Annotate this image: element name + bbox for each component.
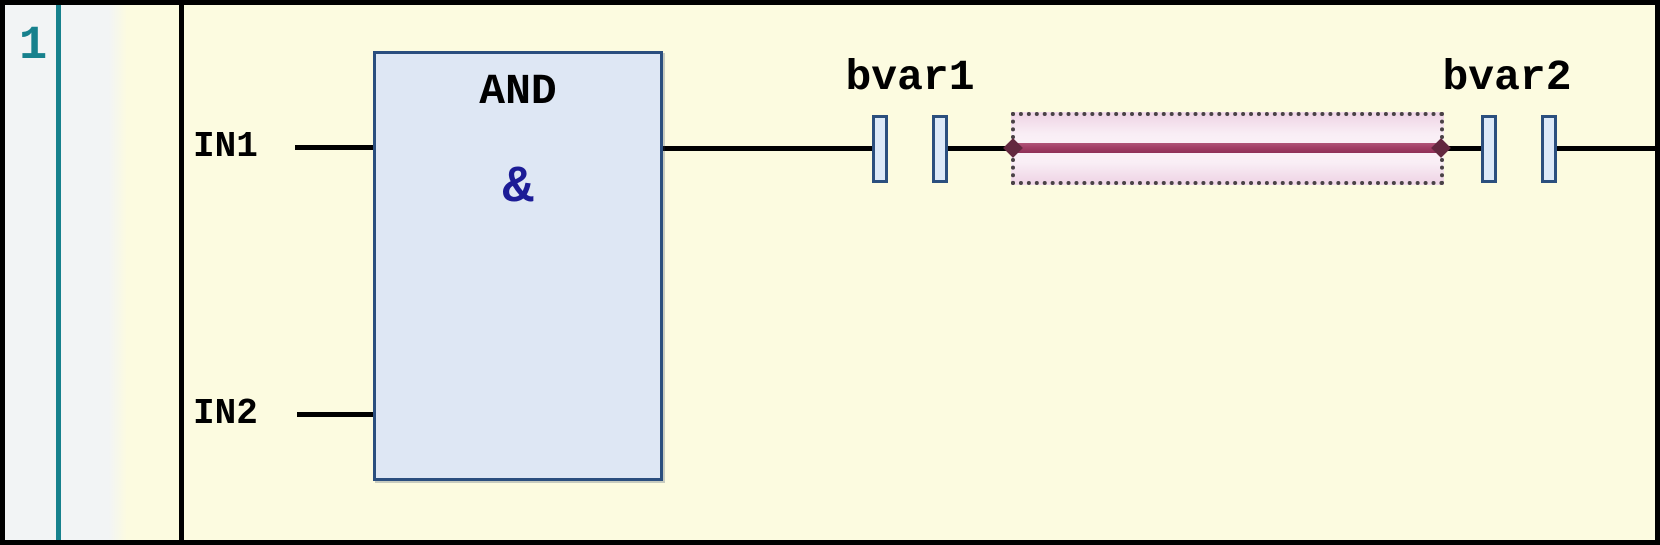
contact-bvar1-bar-left [872,115,888,183]
block-input-label-in2[interactable]: IN2 [193,393,258,434]
network-gutter [5,5,127,540]
contact-bvar1-label[interactable]: bvar1 [845,53,975,102]
wire-bvar2-to-rail[interactable] [1556,146,1656,151]
contact-bvar2[interactable]: bvar2 [1407,52,1607,184]
contact-bvar1[interactable]: bvar1 [810,52,1010,184]
block-symbol: & [502,158,534,217]
gutter-divider-line [56,5,61,540]
contact-bvar2-bar-right [1541,115,1557,183]
wire-in1-to-block[interactable] [295,145,373,150]
wire-bvar1-to-selection[interactable] [948,146,1012,151]
wire-selection-to-bvar2[interactable] [1444,146,1482,151]
contact-bvar2-label[interactable]: bvar2 [1442,53,1572,102]
left-power-rail [179,5,184,540]
network-number[interactable]: 1 [19,20,48,73]
wire-in2-to-block[interactable] [297,412,373,417]
and-function-block[interactable]: AND & [373,51,663,481]
block-input-label-in1[interactable]: IN1 [193,126,258,167]
selected-wire-highlight [1015,143,1440,153]
selected-wire-segment[interactable] [1011,112,1444,185]
contact-bvar1-bar-right [932,115,948,183]
wire-block-output[interactable] [661,146,873,151]
contact-bvar2-bar-left [1481,115,1497,183]
block-title: AND [479,67,557,116]
